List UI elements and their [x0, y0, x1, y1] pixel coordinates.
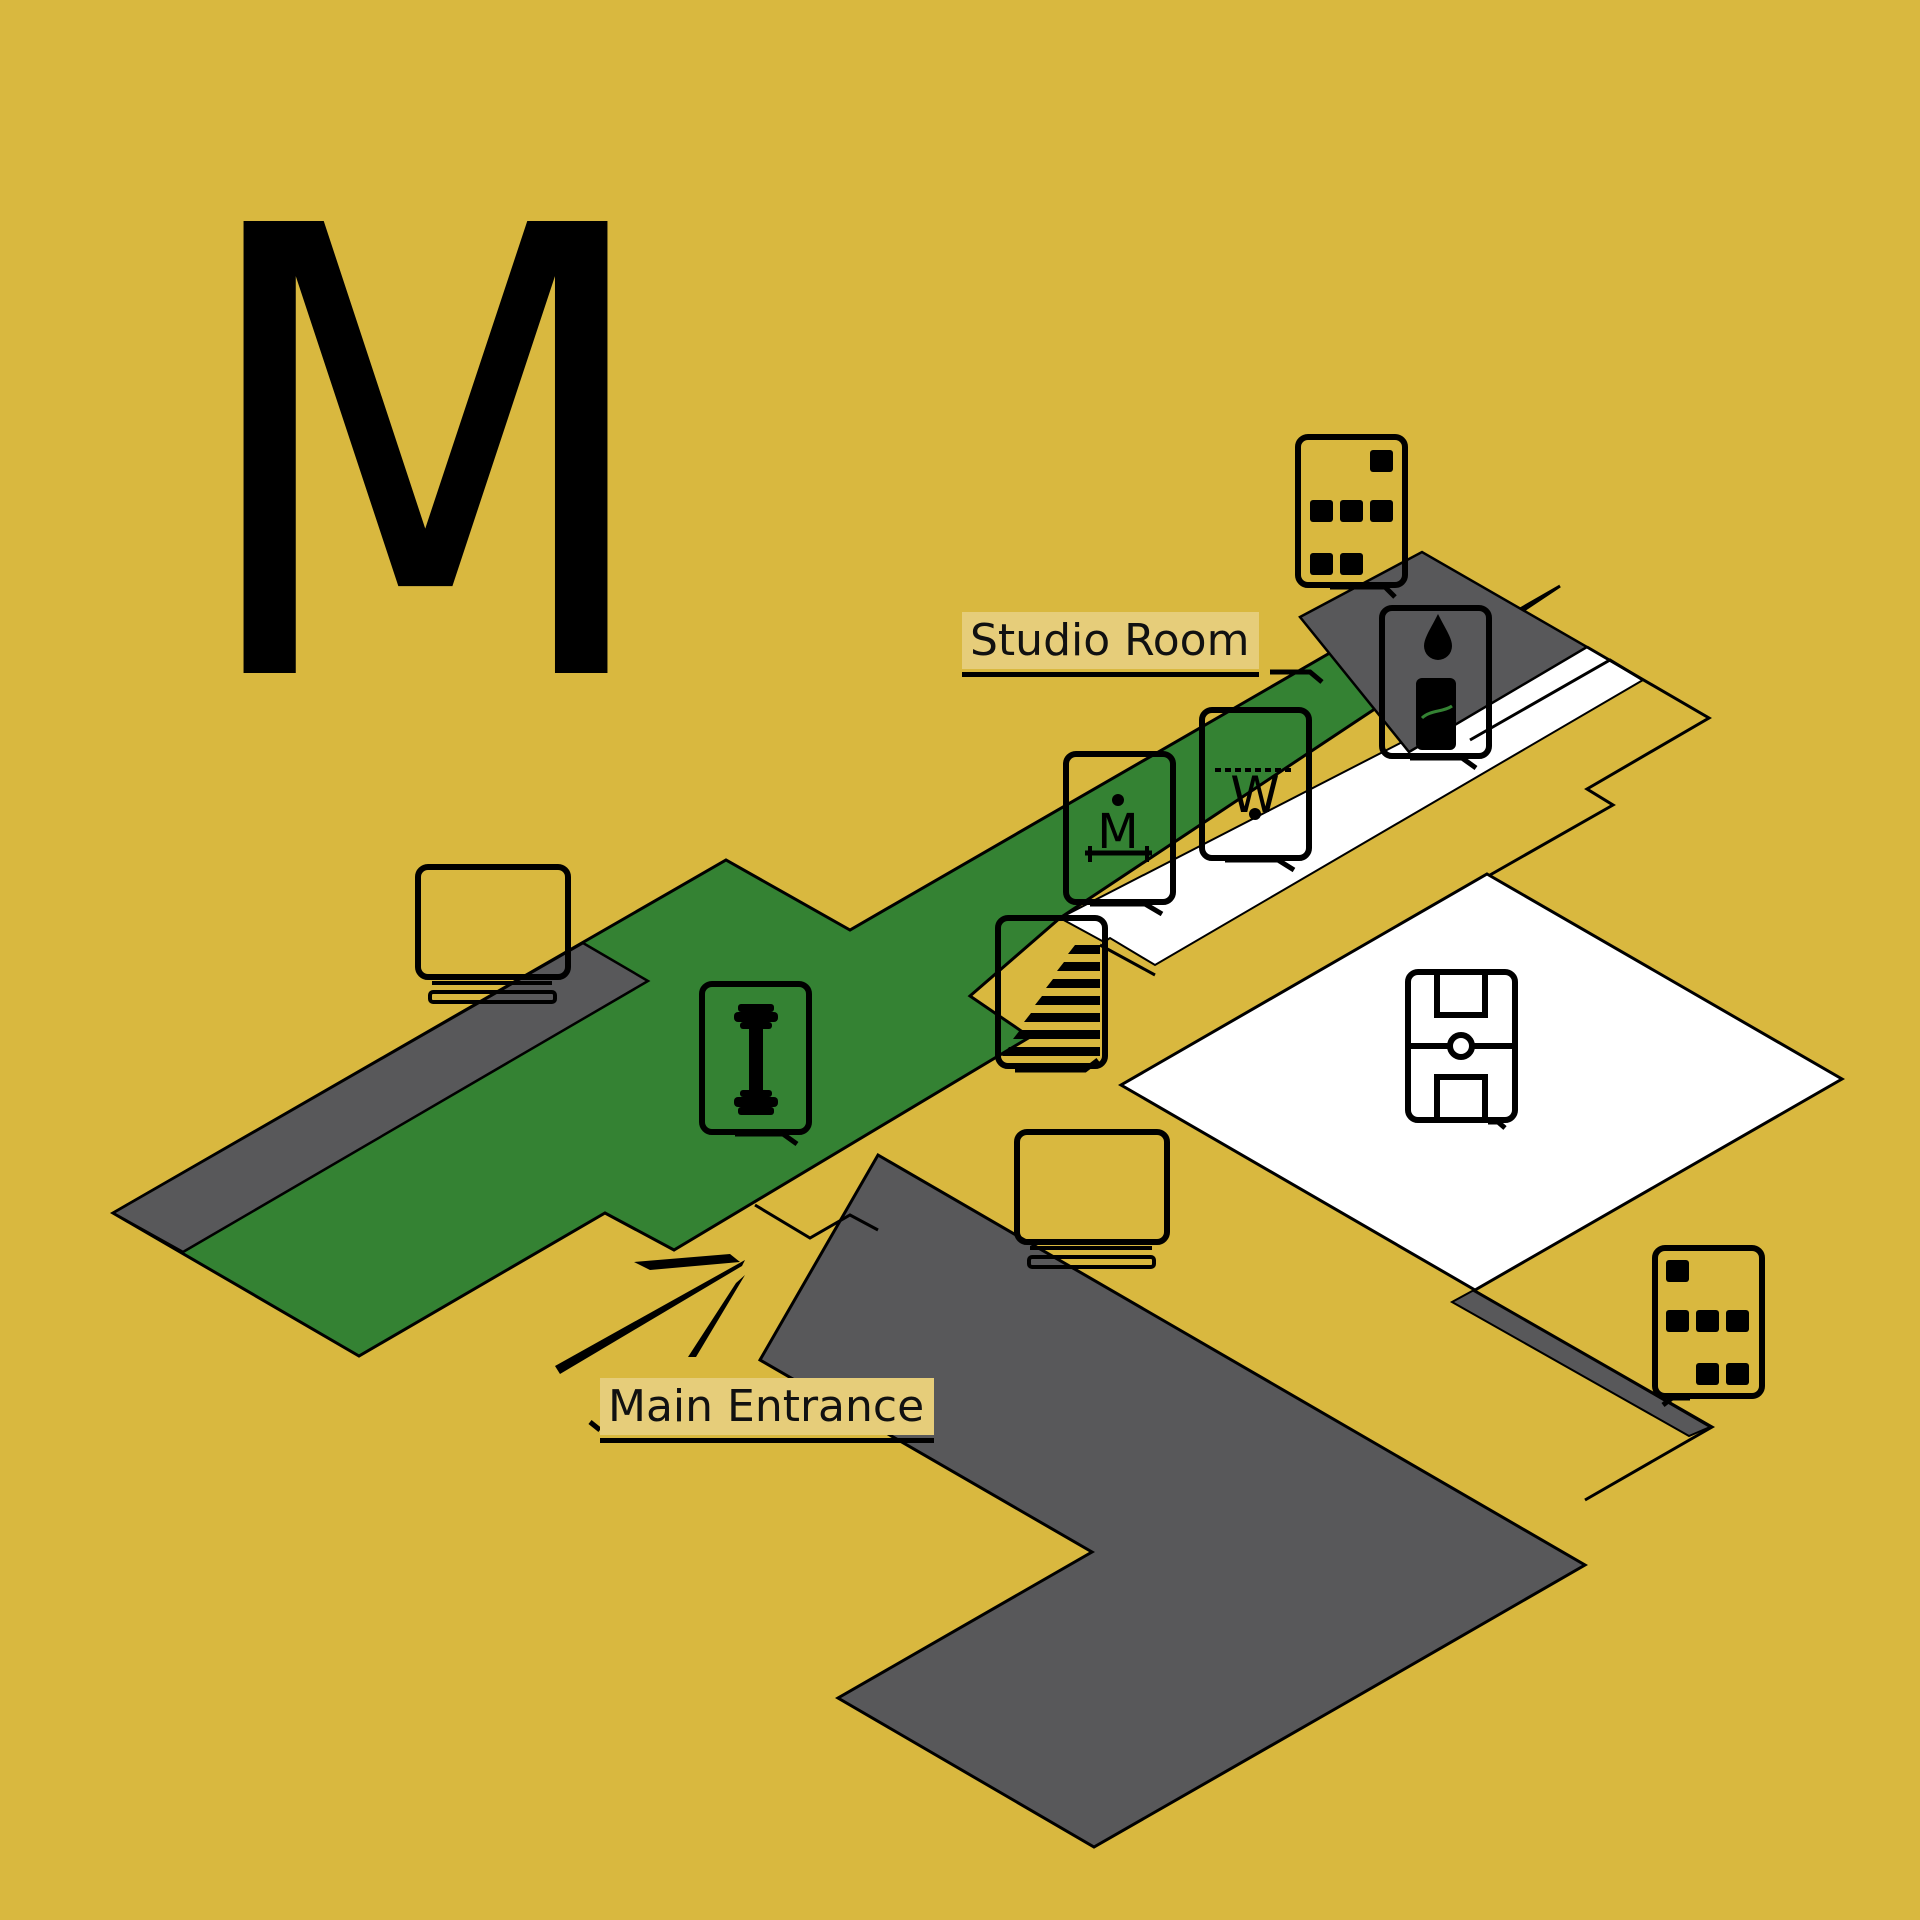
computer-icon	[1014, 1129, 1170, 1269]
sports-court-zone	[1118, 872, 1846, 1292]
sports-court-icon	[1405, 969, 1518, 1130]
building-outline-south	[1472, 1288, 1716, 1502]
weights-icon	[699, 981, 812, 1147]
entrance-arrow-icon	[555, 1254, 745, 1374]
gray-zone-west	[110, 941, 651, 1254]
lockers-icon	[1652, 1245, 1765, 1407]
cardio-machine-icon: W	[1199, 707, 1312, 873]
building-outline	[1489, 645, 1712, 877]
main-entrance-label: Main Entrance	[600, 1378, 935, 1443]
weight-machine-icon: M	[1063, 751, 1176, 917]
hall-outline	[1469, 658, 1644, 742]
lockers-icon	[1295, 434, 1408, 599]
stairs-icon	[995, 915, 1108, 1073]
computer-icon	[415, 864, 571, 1004]
water-fountain-icon	[1379, 605, 1492, 771]
entrance-notch	[754, 1203, 879, 1240]
main-entrance-leader	[588, 1420, 602, 1432]
studio-room-label: Studio Room	[962, 612, 1260, 677]
floor-letter: M	[190, 99, 661, 820]
studio-room-leader	[1270, 669, 1324, 684]
